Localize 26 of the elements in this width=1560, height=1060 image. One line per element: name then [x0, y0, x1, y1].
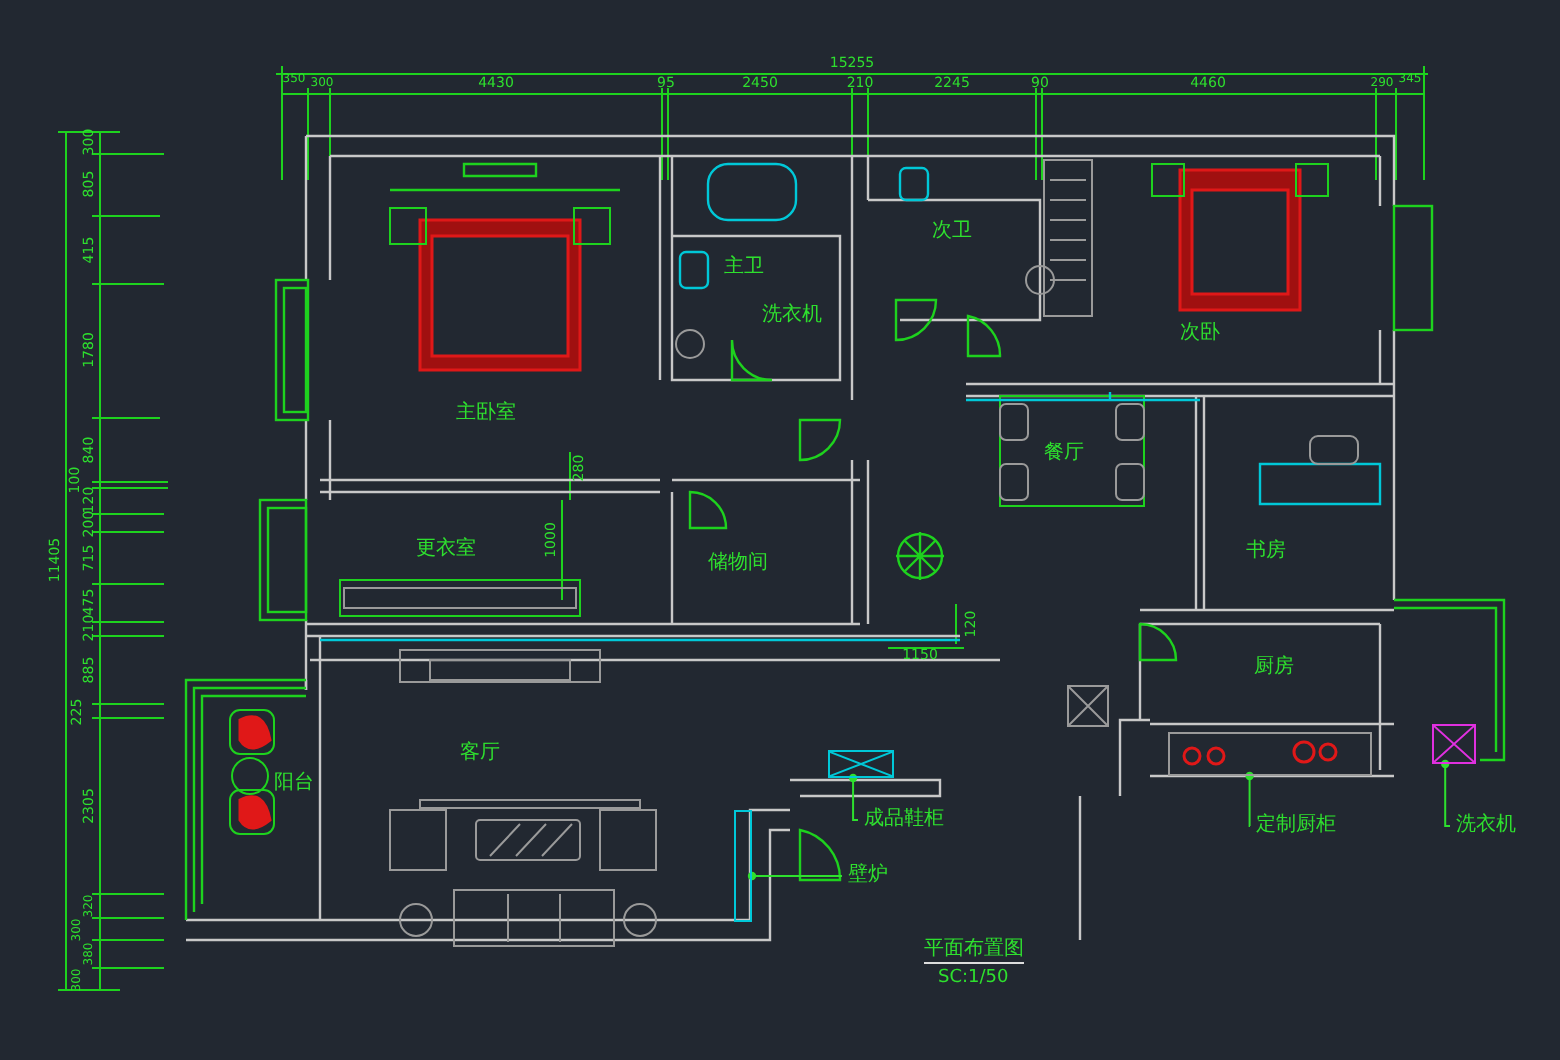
shoe-cabinet — [828, 750, 894, 778]
room-label: 次卧 — [1180, 324, 1220, 344]
room-label: 次卫 — [932, 222, 972, 242]
room-label: 主卧室 — [456, 404, 516, 424]
leader-label: 定制厨柜 — [1256, 816, 1336, 836]
washing-machine — [1432, 724, 1476, 764]
room-label: 阳台 — [274, 774, 314, 794]
room-label: 客厅 — [460, 744, 500, 764]
fireplace — [734, 810, 752, 922]
leader-line — [1441, 759, 1451, 827]
room-label: 餐厅 — [1044, 444, 1084, 464]
drawing-title: 平面布置图 — [924, 940, 1024, 964]
room-label: 储物间 — [708, 554, 768, 574]
leader-label: 洗衣机 — [1456, 816, 1516, 836]
room-label: 更衣室 — [416, 540, 476, 560]
scale-caption: SC:1/50 — [938, 970, 1009, 988]
leader-line — [1245, 771, 1254, 827]
leader-line — [747, 871, 843, 881]
leader-label: 壁炉 — [848, 866, 888, 886]
room-label: 厨房 — [1254, 658, 1294, 678]
room-label: 书房 — [1246, 542, 1286, 562]
room-label: 主卫 — [724, 258, 764, 278]
leader-line — [848, 773, 859, 821]
kitchen-cabinet — [1168, 732, 1372, 776]
room-label: 洗衣机 — [762, 306, 822, 326]
leader-label: 成品鞋柜 — [864, 810, 944, 830]
